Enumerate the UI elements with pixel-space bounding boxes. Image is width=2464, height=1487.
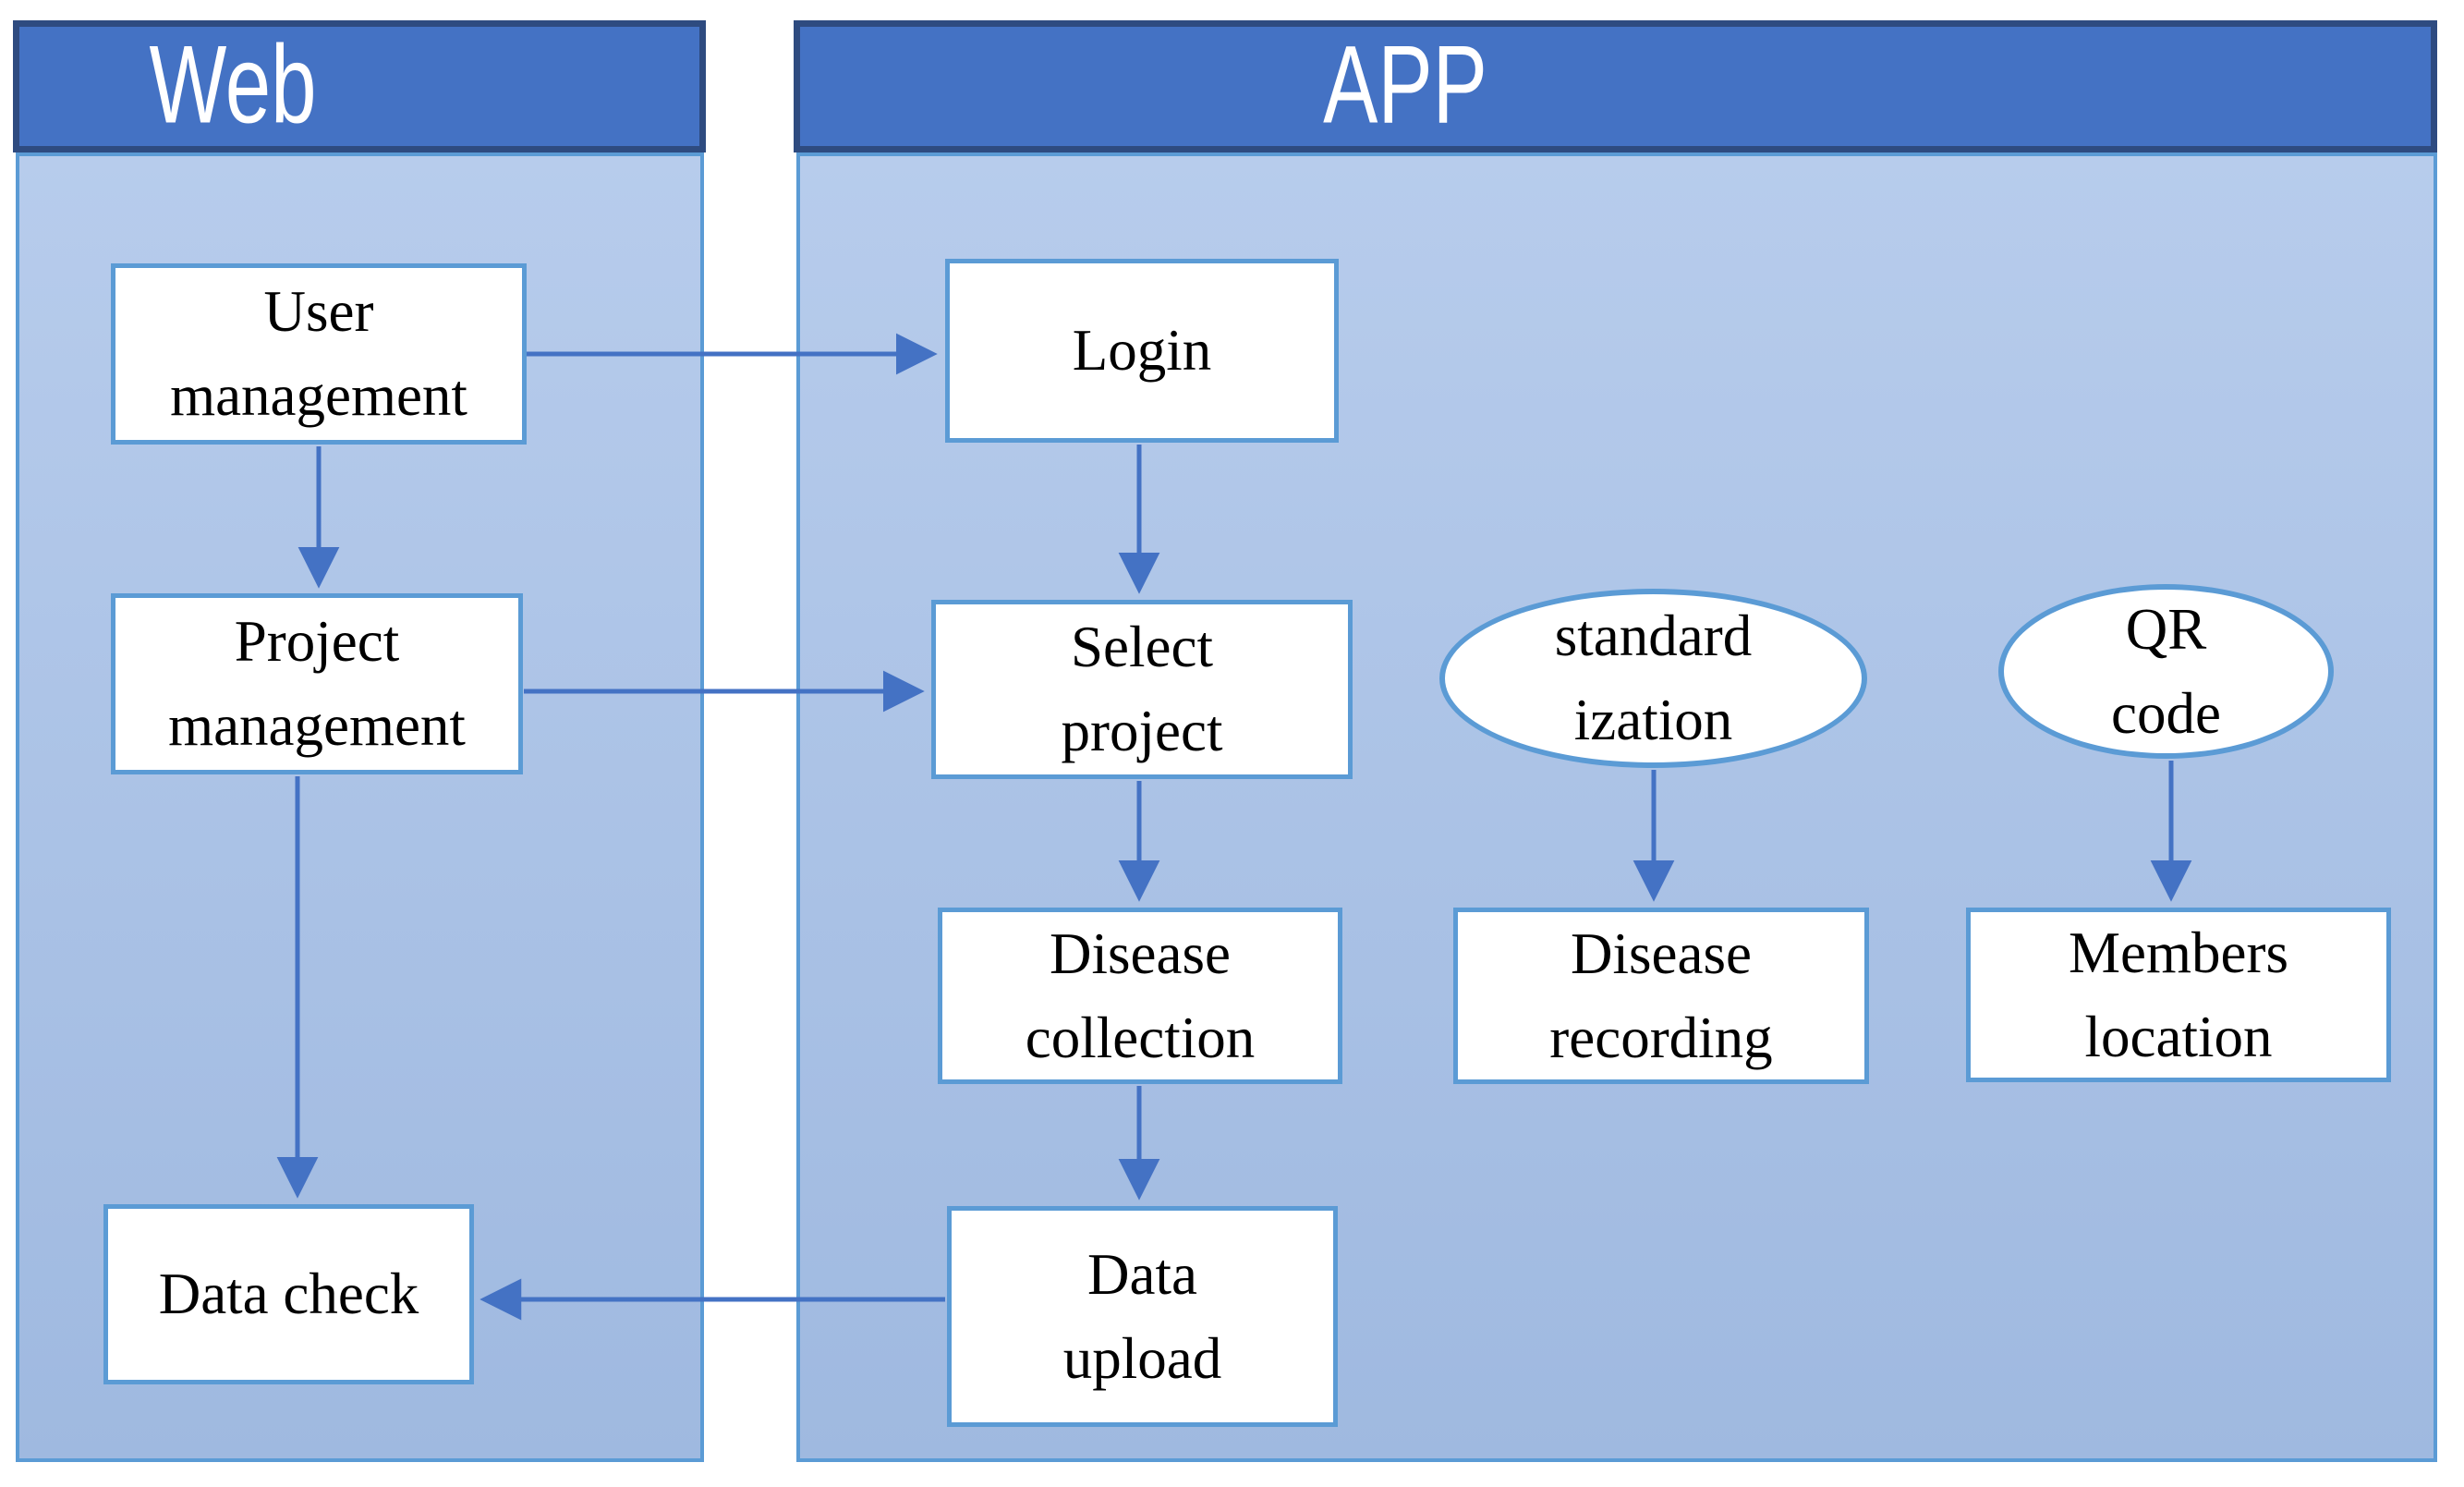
- node-disease-collection-label: Disease collection: [1025, 920, 1256, 1070]
- app-panel-header: APP: [794, 20, 2437, 152]
- node-disease-recording: Disease recording: [1453, 908, 1869, 1084]
- node-login: Login: [945, 259, 1339, 443]
- node-data-check-label: Data check: [158, 1262, 419, 1327]
- app-panel-title: APP: [1323, 22, 1487, 147]
- node-disease-recording-label: Disease recording: [1549, 920, 1773, 1070]
- node-data-upload: Data upload: [947, 1206, 1338, 1427]
- node-members-location-label: Members location: [2069, 920, 2288, 1069]
- web-panel-header: Web: [13, 20, 706, 152]
- node-qr-code: QR code: [1998, 584, 2334, 759]
- node-data-upload-label: Data upload: [1062, 1241, 1222, 1391]
- node-disease-collection: Disease collection: [938, 908, 1342, 1084]
- node-project-management-label: Project management: [168, 609, 466, 758]
- node-qr-code-label: QR code: [2111, 596, 2221, 746]
- node-data-check: Data check: [103, 1204, 474, 1384]
- node-select-project-label: Select project: [1061, 615, 1223, 763]
- node-select-project: Select project: [931, 600, 1353, 779]
- node-login-label: Login: [1072, 318, 1212, 384]
- node-standardization-label: standard ization: [1554, 603, 1753, 752]
- node-members-location: Members location: [1966, 908, 2391, 1082]
- node-project-management: Project management: [111, 593, 523, 774]
- web-panel-title: Web: [149, 22, 317, 147]
- node-standardization: standard ization: [1439, 589, 1867, 768]
- node-user-management: User management: [111, 263, 527, 445]
- node-user-management-label: User management: [170, 279, 467, 428]
